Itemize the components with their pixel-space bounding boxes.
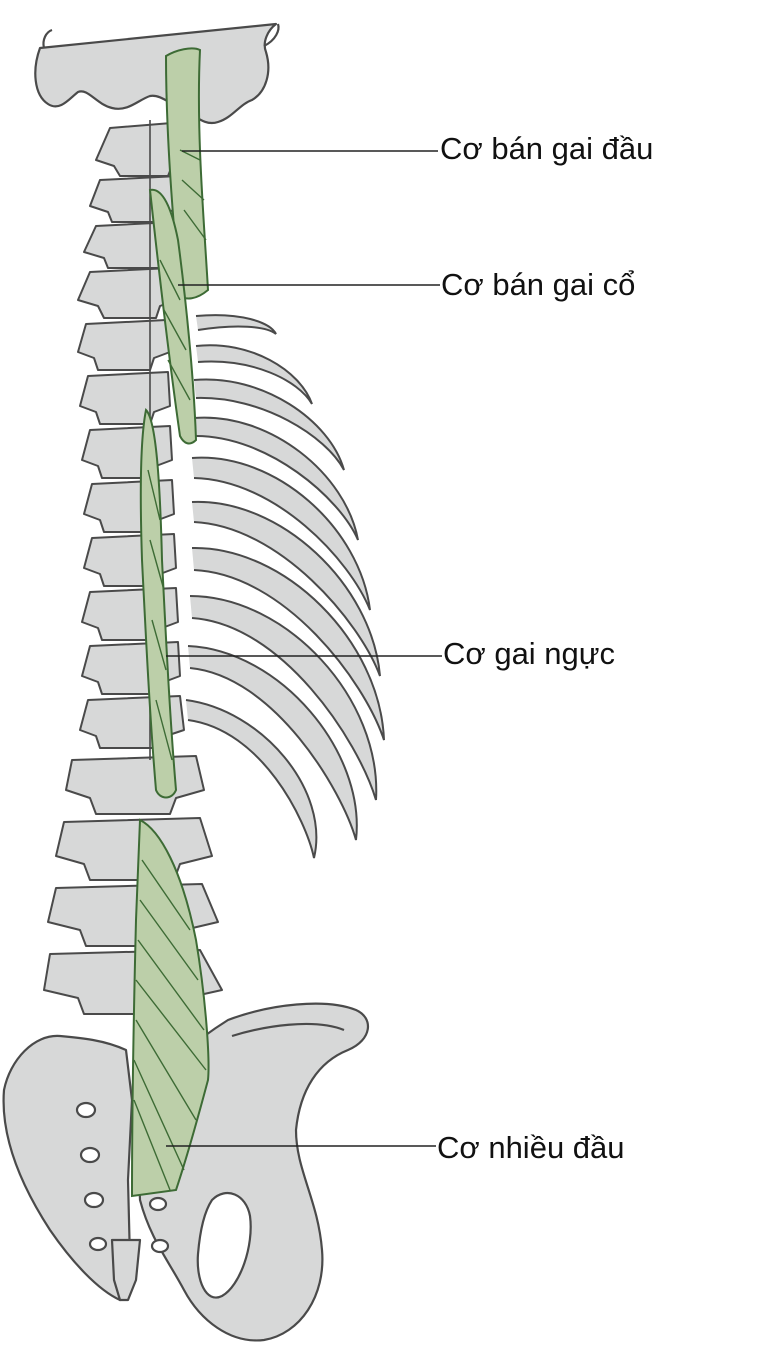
rib-cage bbox=[185, 314, 385, 859]
semispinalis-cervicis-muscle bbox=[148, 188, 198, 445]
multifidus-muscle bbox=[130, 818, 210, 1198]
muscle-fibres bbox=[133, 149, 207, 1191]
muscle-group bbox=[130, 47, 210, 1198]
spinalis-thoracis-muscle bbox=[139, 407, 178, 799]
skull-base bbox=[34, 22, 280, 125]
label-semispinalis-capitis: Cơ bán gai đầu bbox=[440, 131, 654, 166]
leader-lines bbox=[166, 150, 442, 1147]
label-semispinalis-cervicis: Cơ bán gai cổ bbox=[441, 267, 636, 302]
label-multifidus: Cơ nhiều đầu bbox=[437, 1130, 625, 1165]
label-spinalis-thoracis: Cơ gai ngực bbox=[443, 636, 616, 671]
